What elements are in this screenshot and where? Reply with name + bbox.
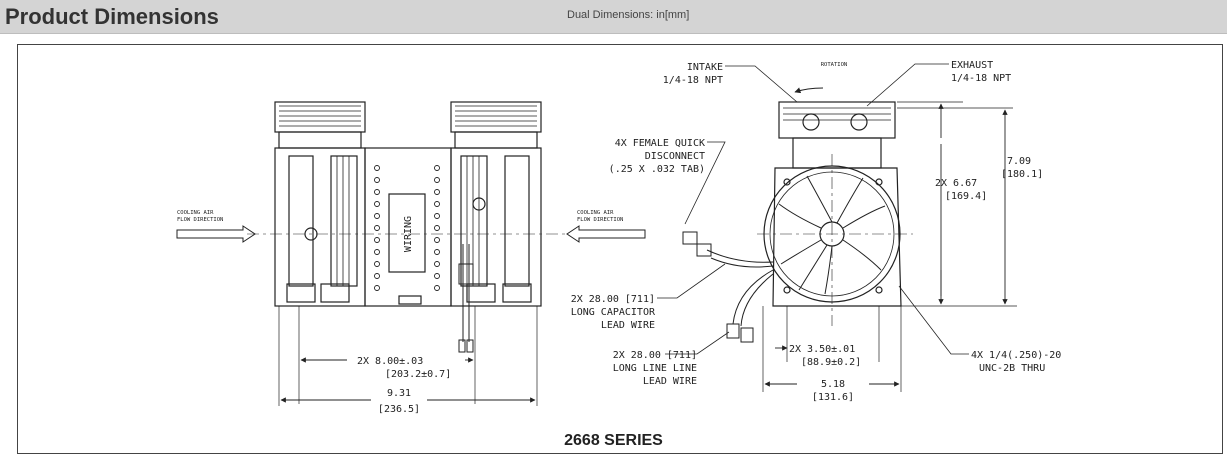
exhaust-port [850,113,868,131]
intake-label-2: 1/4-18 NPT [663,75,723,86]
cooling-arrow-right [566,225,646,243]
cooling-right-label-2: FLOW DIRECTION [577,217,623,223]
right-panel [504,155,530,287]
width-931-mm-label: [236.5] [378,404,420,415]
quick-disconnect-label-1: 4X FEMALE QUICK [615,138,705,149]
dual-dimensions-note: Dual Dimensions: in[mm] [567,9,690,21]
left-foot-b [320,283,350,303]
right-head-top [450,101,542,133]
exhaust-label-1: EXHAUST [951,60,993,71]
mount-hole-bl [783,286,791,294]
height-709-mm-label: [180.1] [1001,169,1043,180]
header-bar: Product Dimensions Dual Dimensions: in[m… [0,0,1227,34]
drawing-frame [17,44,1223,454]
spacing-label-1: 2X 3.50±.01 [789,344,855,355]
leader-lines [657,63,969,355]
cap-wire-label-3: LEAD WIRE [601,320,655,331]
right-foot-b [502,283,532,303]
intake-port [802,113,820,131]
dimension-drawing: COOLING AIR FLOW DIRECTION COOLING AIR F… [176,60,1061,415]
end-lead-wires [682,231,774,343]
rotation-label: ROTATION [821,62,848,68]
line-wire-label-2: LONG LINE LINE [613,363,697,374]
height-709-label: 7.09 [1007,156,1031,167]
height-667-mm-label: [169.4] [945,191,987,202]
width-518-label: 5.18 [821,379,845,390]
rotation-arrow [794,87,824,94]
end-neck [792,137,882,169]
terminal-dots-left [374,165,380,291]
mount-hole-br [875,286,883,294]
terminal-dots-right [434,165,440,291]
center-tab [398,295,422,305]
side-lead-wires [458,244,474,353]
cooling-left-label-2: FLOW DIRECTION [177,217,223,223]
left-cylinder [330,155,358,287]
left-foot-a [286,283,316,303]
cooling-arrows [176,225,646,243]
page-title: Product Dimensions [5,4,219,29]
right-head-fins [455,105,537,127]
fan-blades [778,175,886,295]
width-8-mm-label: [203.2±0.7] [385,369,451,380]
mount-hole-tr [875,178,883,186]
width-8-label: 2X 8.00±.03 [357,356,423,367]
wiring-label: WIRING [403,216,414,252]
right-body [450,147,542,307]
width-518-mm-label: [131.6] [812,392,854,403]
thru-label-2: UNC-2B THRU [979,363,1045,374]
cap-wire-label-2: LONG CAPACITOR [571,307,656,318]
drawing-labels: COOLING AIR FLOW DIRECTION COOLING AIR F… [177,60,1061,415]
right-head-neck [454,131,538,149]
end-body [772,167,902,307]
right-cylinder [460,155,488,287]
left-panel [288,155,314,287]
cooling-right-label-1: COOLING AIR [577,210,614,216]
side-view [247,101,565,406]
cooling-arrow-left [176,225,256,243]
wiring-box [388,193,426,273]
right-bolt [472,197,486,211]
left-head-fins [279,105,361,127]
width-931-label: 9.31 [387,388,411,399]
series-label: 2668 SERIES [564,432,663,449]
left-head-neck [278,131,362,149]
intake-label-1: INTAKE [687,62,723,73]
line-wire-label-1: 2X 28.00 [711] [613,350,697,361]
exhaust-label-2: 1/4-18 NPT [951,73,1011,84]
spacing-label-2: [88.9±0.2] [801,357,861,368]
cap-wire-label-1: 2X 28.00 [711] [571,294,655,305]
quick-disconnect-label-2: DISCONNECT [645,151,705,162]
quick-disconnect-label-3: (.25 X .032 TAB) [609,164,705,175]
right-foot-a [466,283,496,303]
height-667-label: 2X 6.67 [935,178,977,189]
left-head-top [274,101,366,133]
thru-label-1: 4X 1/4(.250)-20 [971,350,1061,361]
cooling-left-label-1: COOLING AIR [177,210,214,216]
end-view [682,87,1017,392]
mount-hole-tl [783,178,791,186]
line-wire-label-3: LEAD WIRE [643,376,697,387]
